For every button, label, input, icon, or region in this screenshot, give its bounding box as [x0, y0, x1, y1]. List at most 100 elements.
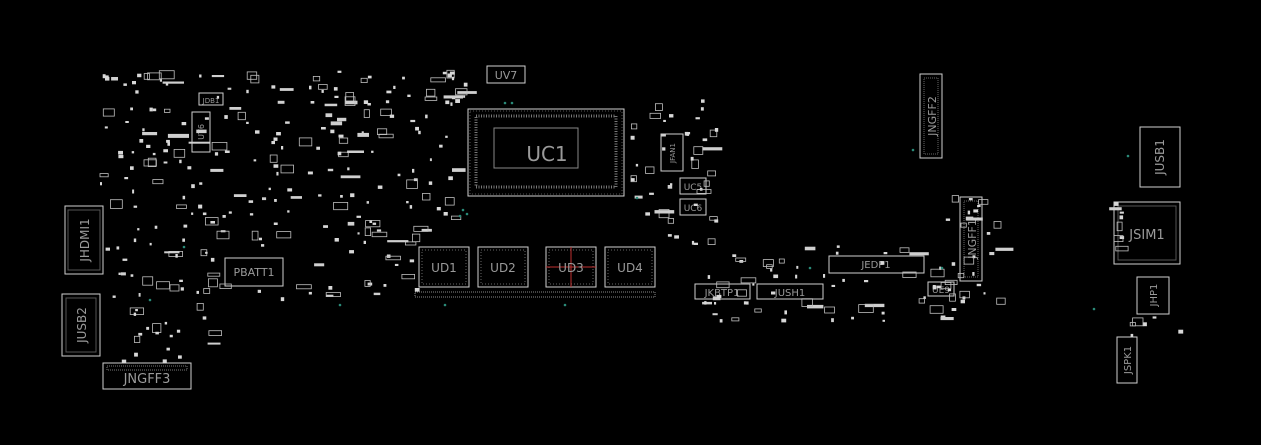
- smd-part: [858, 304, 874, 313]
- smd-part: [973, 209, 979, 213]
- smd-part: [318, 194, 322, 197]
- smd-part: [731, 317, 740, 322]
- smd-part: [377, 185, 383, 189]
- smd-part: [276, 231, 292, 239]
- ic-uv7[interactable]: UV7: [486, 65, 526, 84]
- smd-part: [204, 117, 209, 120]
- memory-ud1[interactable]: UD1: [418, 246, 470, 288]
- smd-part: [452, 168, 466, 172]
- smd-part: [349, 250, 354, 254]
- connector-jspk1[interactable]: JSPK1: [1116, 336, 1138, 384]
- smd-part: [102, 74, 106, 79]
- smd-part: [156, 281, 170, 290]
- smd-part: [155, 331, 159, 335]
- smd-part: [929, 305, 944, 314]
- smd-part: [132, 189, 135, 194]
- test-point: [461, 208, 465, 212]
- smd-part: [191, 212, 194, 215]
- memory-ud3[interactable]: UD3: [545, 246, 597, 288]
- smd-part: [413, 225, 429, 232]
- smd-part: [152, 152, 156, 156]
- smd-part: [883, 252, 888, 255]
- smd-part: [918, 298, 925, 304]
- smd-part: [105, 76, 110, 81]
- smd-part: [702, 138, 708, 142]
- smd-part: [700, 107, 704, 111]
- jush1-label: JUSH1: [774, 288, 806, 299]
- smd-part: [118, 272, 121, 275]
- connector-jusb2[interactable]: JUSB2: [61, 293, 101, 357]
- connector-jfan1[interactable]: JFAN1: [660, 133, 684, 172]
- smd-part: [881, 311, 885, 315]
- connector-jngff1[interactable]: JNGFF1: [959, 196, 983, 282]
- smd-part: [134, 352, 138, 357]
- connector-jkbtp1[interactable]: JKBTP1: [694, 283, 751, 300]
- smd-part: [251, 230, 259, 241]
- connector-jhp1[interactable]: JHP1: [1136, 276, 1170, 315]
- connector-jusb1[interactable]: JUSB1: [1139, 126, 1181, 188]
- connector-jngff2[interactable]: JNGFF2: [919, 73, 943, 159]
- smd-part: [325, 113, 333, 118]
- smd-part: [707, 275, 711, 279]
- smd-part: [425, 114, 428, 119]
- smd-part: [196, 129, 207, 134]
- smd-part: [1152, 316, 1157, 319]
- smd-part: [202, 212, 207, 216]
- ic-uc6[interactable]: UC6: [679, 198, 707, 216]
- connector-pbatt1[interactable]: PBATT1: [224, 257, 284, 287]
- smd-part: [444, 197, 455, 206]
- smd-part: [340, 195, 343, 198]
- ud2-label: UD2: [490, 261, 516, 275]
- smd-part: [202, 316, 207, 320]
- smd-part: [269, 154, 278, 163]
- smd-part: [337, 117, 347, 122]
- smd-part: [960, 222, 967, 228]
- smd-part: [118, 154, 124, 159]
- pbatt1-label: PBATT1: [233, 266, 274, 279]
- smd-part: [344, 96, 356, 106]
- smd-part: [210, 168, 224, 172]
- smd-part: [176, 204, 187, 209]
- uv7-label: UV7: [495, 69, 518, 82]
- jngff1-label: JNGFF1: [966, 219, 979, 260]
- smd-part: [216, 95, 220, 99]
- connector-jsim1[interactable]: JSIM1: [1113, 201, 1181, 265]
- ic-ue9[interactable]: UE9: [927, 281, 955, 297]
- smd-part: [389, 114, 395, 118]
- smd-part: [442, 71, 447, 75]
- connector-jhdmi1[interactable]: JHDMI1: [64, 205, 104, 275]
- smd-part: [233, 194, 247, 197]
- smd-part: [414, 288, 420, 292]
- connector-jush1[interactable]: JUSH1: [756, 283, 824, 300]
- smd-part: [183, 224, 188, 228]
- smd-part: [268, 187, 271, 191]
- ic-jdb1[interactable]: JDB1: [198, 92, 224, 106]
- smd-part: [138, 332, 143, 336]
- smd-part: [781, 318, 787, 323]
- smd-part: [1142, 322, 1147, 327]
- memory-ud4[interactable]: UD4: [604, 246, 656, 288]
- smd-part: [714, 219, 719, 223]
- memory-ud2[interactable]: UD2: [477, 246, 529, 288]
- connector-jedp1[interactable]: JEDP1: [828, 255, 925, 274]
- smd-part: [378, 133, 394, 139]
- smd-part: [864, 280, 869, 283]
- smd-part: [986, 232, 991, 235]
- smd-part: [164, 321, 168, 325]
- smd-part: [279, 88, 294, 91]
- ic-uc5[interactable]: UC5: [679, 177, 707, 195]
- smd-part: [166, 347, 170, 351]
- smd-part: [198, 204, 203, 209]
- test-point: [808, 266, 812, 270]
- smd-part: [882, 319, 885, 322]
- smd-part: [831, 284, 836, 287]
- smd-part: [415, 126, 419, 131]
- smd-part: [285, 121, 290, 124]
- smd-part: [154, 225, 158, 229]
- smd-part: [407, 94, 411, 97]
- connector-jngff3[interactable]: JNGFF3: [102, 362, 192, 390]
- cpu-uc1[interactable]: UC1: [467, 108, 625, 197]
- smd-part: [421, 228, 432, 232]
- smd-part: [667, 185, 673, 189]
- smd-part: [645, 166, 655, 174]
